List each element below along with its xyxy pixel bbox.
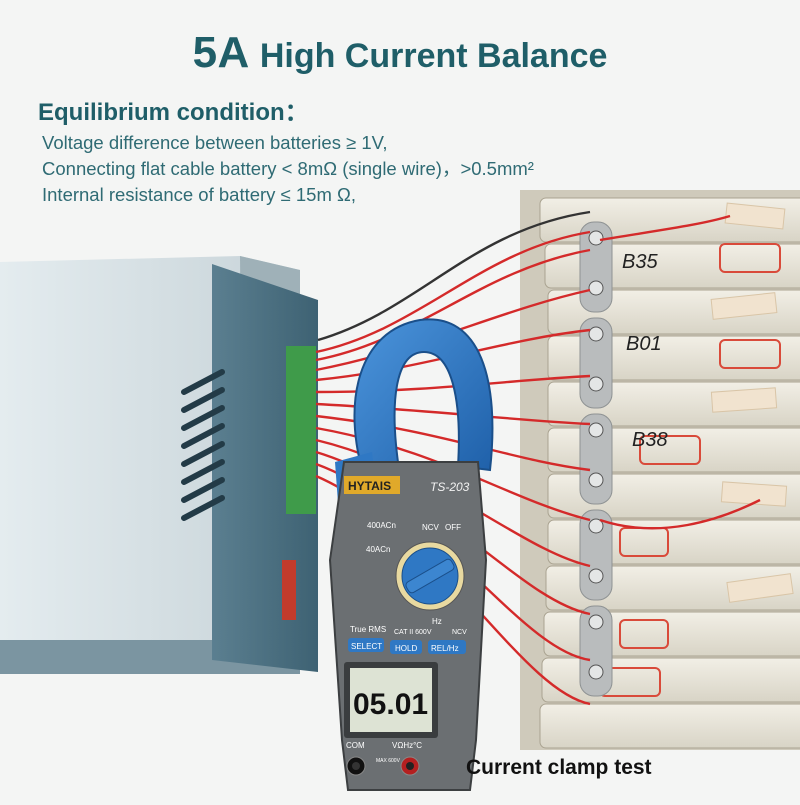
hold-button[interactable]: HOLD	[390, 640, 422, 654]
tape-pieces	[710, 202, 794, 603]
range-400-label: 400ACn	[367, 521, 396, 530]
hz-label: Hz	[432, 617, 442, 626]
cat-label: CAT II 600V	[394, 629, 432, 636]
range-40-label: 40ACn	[366, 545, 390, 554]
battery-pack: B35 B01 B38	[520, 190, 800, 750]
brand-badge	[344, 476, 400, 494]
balancer-device	[0, 256, 318, 674]
meter-brand: HYTAIS	[348, 479, 391, 493]
cell-label: B35	[622, 251, 658, 273]
photo-caption: Current clamp test	[466, 756, 652, 779]
cell-windows	[599, 243, 781, 697]
busbars	[579, 221, 613, 697]
terminal-label: VΩHz°C	[392, 741, 422, 750]
meter-model: TS-203	[430, 480, 470, 494]
indicator-strip	[282, 560, 296, 620]
dial-knob	[405, 558, 455, 594]
com-jack-hole	[352, 762, 360, 770]
cell-label: B38	[632, 429, 668, 451]
clamp-meter: HYTAIS TS-203 400ACn 40ACn NCV OFF Hz Tr…	[328, 318, 494, 791]
volt-jack-hole	[406, 762, 414, 770]
conditions-list: Voltage difference between batteries ≥ 1…	[42, 130, 534, 208]
conditions-heading: Equilibrium condition：	[38, 99, 309, 126]
terminal-bolts	[588, 230, 604, 680]
cell-label: B01	[626, 333, 662, 355]
condition-item: Voltage difference between batteries ≥ 1…	[42, 132, 388, 153]
rel-hz-button[interactable]: REL/Hz	[428, 640, 466, 654]
condition-item: Internal resistance of battery ≤ 15m Ω,	[42, 184, 356, 205]
lcd-reading: 05.01	[353, 688, 428, 721]
condition-item: Connecting flat cable battery < 8mΩ (sin…	[42, 158, 534, 179]
com-label: COM	[346, 741, 365, 750]
clamp-jaw	[353, 318, 494, 482]
ncv-dial-label: NCV	[422, 523, 440, 532]
select-label: SELECT	[351, 642, 382, 651]
title-text: High Current Balance	[259, 37, 608, 75]
ncv-button-label: NCV	[452, 629, 467, 636]
terminal-block	[286, 346, 316, 514]
title-highlight: 5A	[192, 28, 250, 77]
black-wire	[317, 210, 591, 342]
select-button[interactable]: SELECT	[348, 638, 384, 652]
hold-label: HOLD	[395, 644, 417, 653]
max-label: MAX 600V	[376, 758, 401, 764]
rel-label: REL/Hz	[431, 644, 459, 653]
vent-slots	[181, 369, 225, 521]
lcd-screen	[350, 668, 432, 732]
off-label: OFF	[445, 523, 461, 532]
true-rms-label: True RMS	[350, 625, 386, 634]
